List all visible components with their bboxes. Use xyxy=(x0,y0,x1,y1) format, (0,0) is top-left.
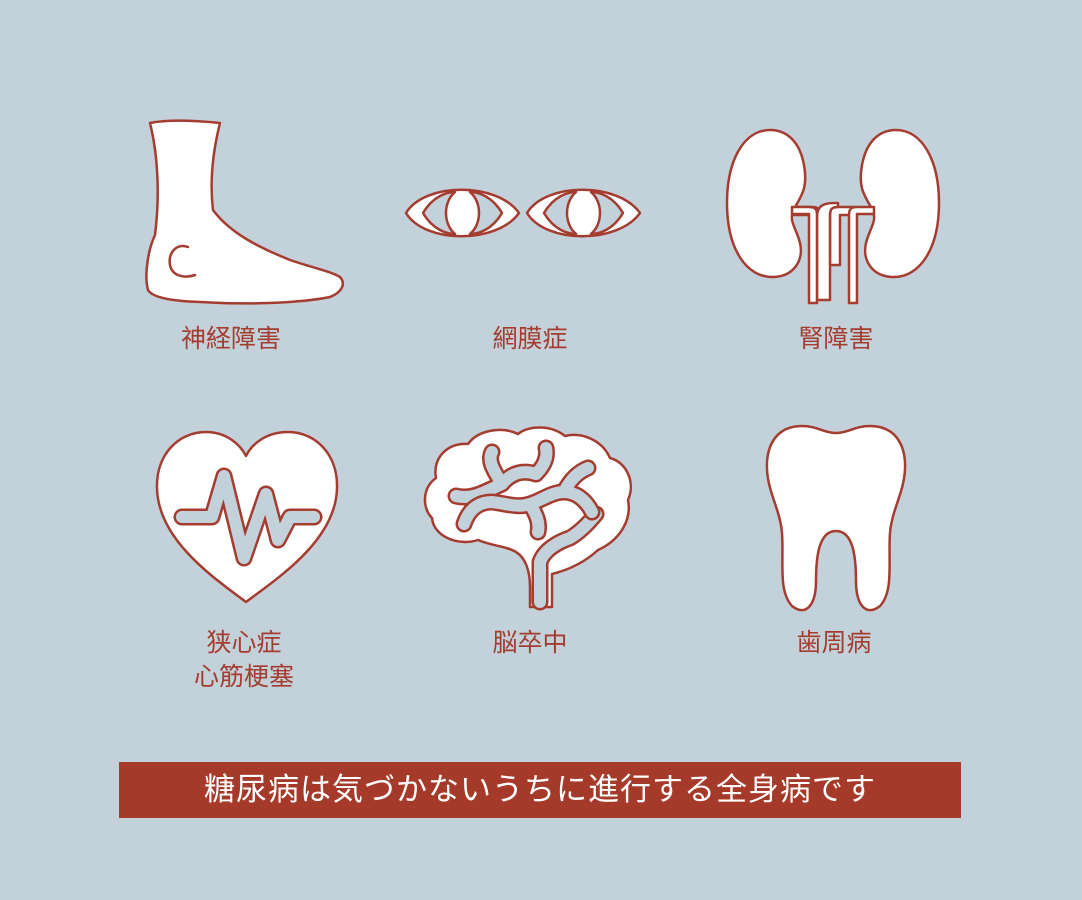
item-label-retinopathy: 網膜症 xyxy=(492,324,568,353)
item-label-periodontitis: 歯周病 xyxy=(796,628,872,657)
brain-icon xyxy=(420,422,640,612)
item-label-stroke: 脳卒中 xyxy=(492,628,568,657)
eyes-icon xyxy=(403,176,643,250)
summary-banner: 糖尿病は気づかないうちに進行する全身病です xyxy=(119,762,961,818)
foot-icon xyxy=(140,115,350,310)
heart-icon xyxy=(154,430,340,606)
item-label-nephropathy: 腎障害 xyxy=(798,324,874,353)
tooth-icon xyxy=(762,421,910,615)
item-label-angina-infarction: 狭心症 心筋梗塞 xyxy=(193,628,294,691)
kidneys-icon xyxy=(722,125,944,307)
item-label-neuropathy: 神経障害 xyxy=(180,324,281,353)
